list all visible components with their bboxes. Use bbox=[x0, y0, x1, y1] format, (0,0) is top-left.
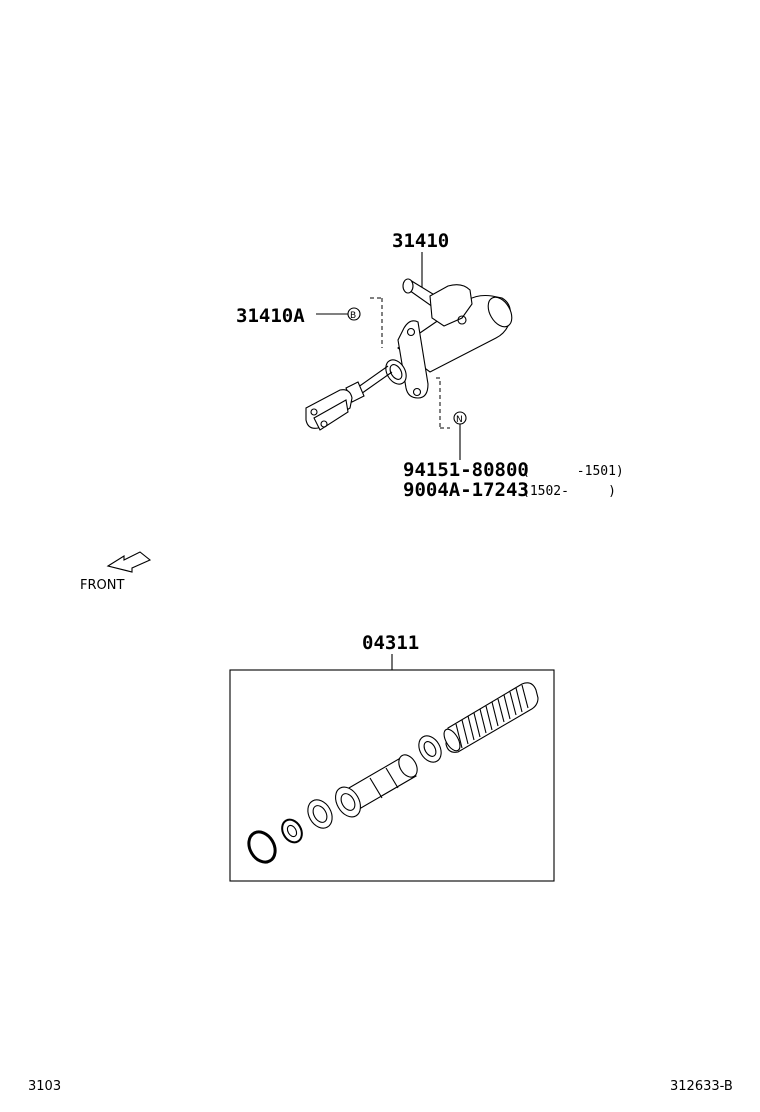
footer-left-code: 3103 bbox=[28, 1079, 61, 1094]
marker-b-letter: B bbox=[350, 311, 356, 321]
marker-n-letter: N bbox=[456, 415, 463, 425]
label-94151-range: ( -1501) bbox=[522, 464, 624, 479]
label-31410: 31410 bbox=[392, 230, 449, 252]
front-label: FRONT bbox=[80, 578, 124, 593]
clutch-master-cylinder-drawing bbox=[305, 252, 513, 431]
repair-kit-parts bbox=[247, 682, 539, 864]
label-9004a-range: (1502- ) bbox=[522, 484, 616, 499]
label-04311: 04311 bbox=[362, 632, 419, 654]
marker-b-circle bbox=[347, 307, 361, 321]
label-94151-80800: 94151-80800 bbox=[403, 459, 529, 481]
front-arrow-icon bbox=[106, 551, 152, 573]
label-31410a: 31410A bbox=[236, 305, 305, 327]
footer-right-code: 312633-B bbox=[670, 1079, 733, 1094]
repair-kit-box bbox=[229, 669, 555, 882]
label-9004a-17243: 9004A-17243 bbox=[403, 479, 529, 501]
